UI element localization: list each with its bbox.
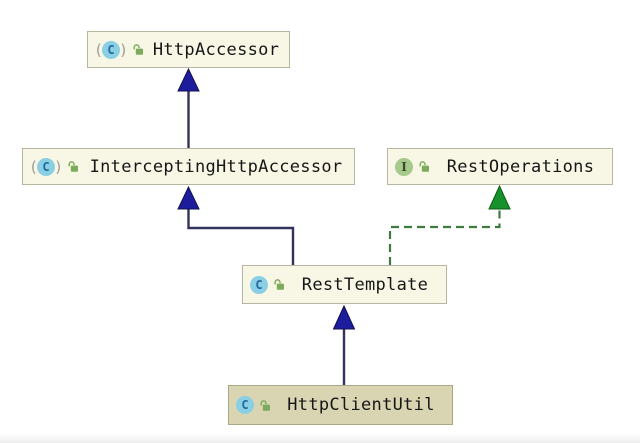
abstract-class-icon: ( C ) (29, 157, 64, 176)
class-letter-badge: C (250, 275, 268, 294)
public-lock-icon (67, 160, 80, 173)
class-icon: C (250, 275, 268, 294)
class-letter-badge: C (102, 40, 121, 59)
class-node-rest-template[interactable]: C RestTemplate (242, 265, 447, 304)
abstract-paren-right: ) (119, 40, 129, 59)
class-node-http-client-util[interactable]: C HttpClientUtil (228, 385, 453, 425)
abstract-class-icon: ( C ) (94, 40, 129, 59)
interface-node-rest-operations[interactable]: I RestOperations (387, 148, 613, 185)
edge-httpclientutil-extends-resttemplate[interactable] (332, 304, 356, 385)
class-letter-badge: C (236, 396, 254, 414)
abstract-paren-right: ) (54, 157, 64, 176)
abstract-paren-left: ( (29, 157, 39, 176)
interface-icon: I (395, 157, 413, 176)
class-name-label: RestTemplate (301, 274, 429, 295)
edge-intercepting-extends-httpaccessor[interactable] (177, 67, 200, 148)
public-lock-icon (273, 278, 286, 291)
public-lock-icon (418, 160, 431, 173)
public-lock-icon (132, 43, 145, 56)
class-node-http-accessor[interactable]: ( C ) HttpAccessor (87, 31, 290, 68)
edge-resttemplate-extends-intercepting[interactable] (177, 185, 295, 265)
edge-resttemplate-implements-restoperations[interactable] (388, 184, 511, 265)
class-name-label: InterceptingHttpAccessor (89, 156, 343, 177)
class-name-label: HttpClientUtil (287, 395, 435, 415)
class-letter-badge: C (37, 157, 56, 176)
class-name-label: HttpAccessor (152, 39, 280, 60)
class-node-intercepting-http-accessor[interactable]: ( C ) InterceptingHttpAccessor (22, 148, 355, 185)
public-lock-icon (259, 399, 272, 412)
class-icon: C (236, 396, 254, 414)
abstract-paren-left: ( (94, 40, 104, 59)
interface-name-label: RestOperations (446, 156, 595, 177)
interface-letter-badge: I (395, 157, 413, 176)
